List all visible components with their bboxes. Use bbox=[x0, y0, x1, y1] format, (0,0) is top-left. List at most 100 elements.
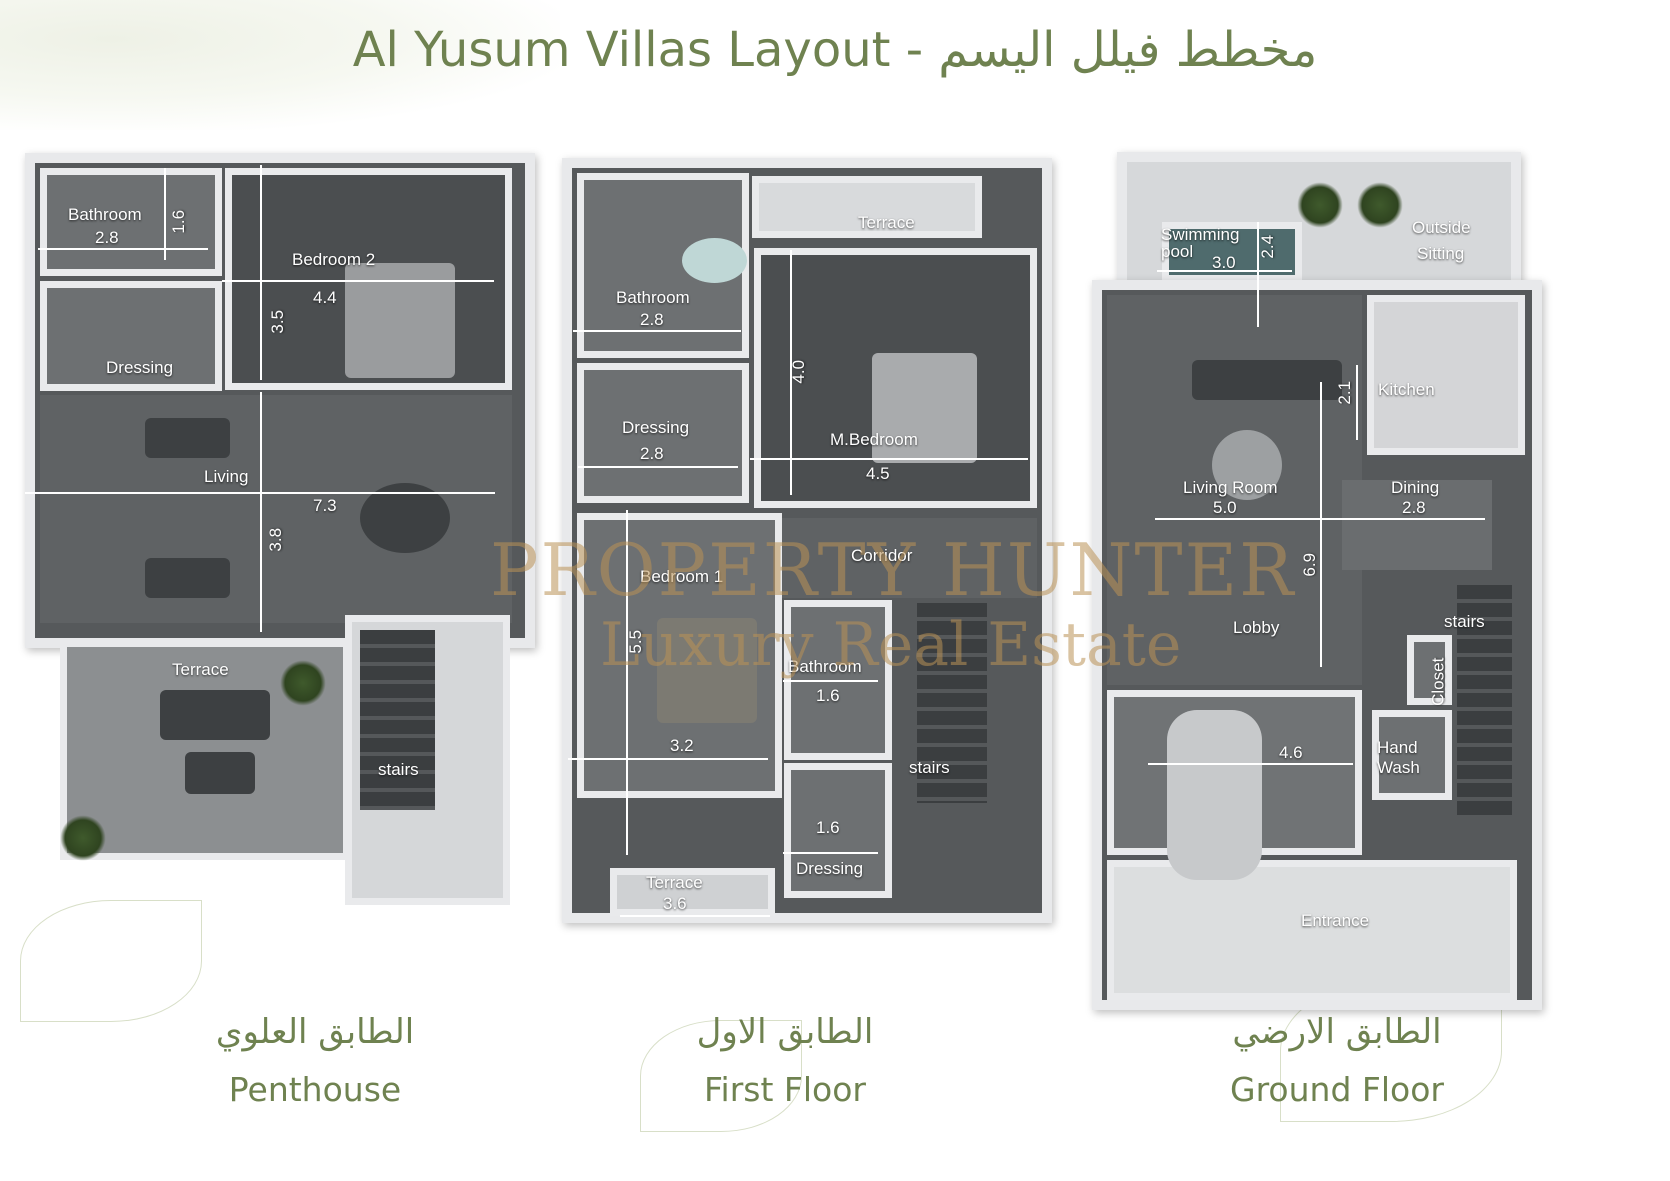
watermark-line1: PROPERTY HUNTER bbox=[490, 528, 1296, 612]
dining-table bbox=[360, 483, 450, 553]
first-floor-caption: First Floor bbox=[703, 1070, 867, 1109]
gf-pool bbox=[1162, 222, 1302, 282]
dimension-line bbox=[260, 392, 262, 632]
room-label: Sitting bbox=[1417, 244, 1465, 263]
background-wash bbox=[0, 0, 560, 130]
room-label: Living Room bbox=[1183, 478, 1278, 497]
dimension-label: 2.1 bbox=[1335, 380, 1355, 405]
dimension-line bbox=[573, 330, 741, 332]
dimension-label: 6.9 bbox=[1300, 552, 1320, 577]
dimension-line bbox=[790, 250, 792, 495]
room-label: Bedroom 2 bbox=[292, 250, 376, 269]
decorative-leaf bbox=[20, 900, 202, 1022]
dimension-line bbox=[38, 248, 208, 250]
dimension-line bbox=[626, 510, 628, 855]
dimension-line bbox=[1148, 763, 1353, 765]
dimension-label: 4.5 bbox=[866, 464, 890, 483]
car bbox=[1167, 710, 1262, 880]
room-label: Bathroom bbox=[616, 288, 690, 307]
dimension-line bbox=[1356, 365, 1358, 440]
page-title: Al Yusum Villas Layout - مخطط فيلل اليسم bbox=[352, 22, 1318, 78]
room-label: Terrace bbox=[646, 873, 703, 892]
dimension-line bbox=[260, 165, 262, 380]
dimension-line bbox=[222, 280, 494, 282]
room-label: Wash bbox=[1377, 758, 1420, 777]
dimension-line bbox=[578, 466, 738, 468]
room-label: stairs bbox=[378, 760, 419, 779]
room-label: Bedroom 1 bbox=[640, 567, 724, 586]
plant-icon bbox=[1357, 182, 1403, 228]
dimension-label: 3.2 bbox=[670, 736, 694, 755]
gf-kitchen bbox=[1367, 295, 1525, 455]
sofa bbox=[145, 558, 230, 598]
dimension-label: 3.8 bbox=[266, 527, 286, 552]
dimension-line bbox=[783, 680, 878, 682]
ground-floor-caption-ar: الطابق الارضي bbox=[1232, 1012, 1442, 1052]
dimension-label: 1.6 bbox=[816, 686, 840, 705]
gf-handwash bbox=[1372, 710, 1452, 800]
dimension-line bbox=[1320, 382, 1322, 667]
decorative-leaf bbox=[640, 1020, 802, 1132]
dimension-line bbox=[568, 758, 768, 760]
room-label: Closet bbox=[1428, 657, 1448, 706]
coffee-table bbox=[1212, 430, 1282, 500]
penthouse-caption: Penthouse bbox=[228, 1070, 402, 1109]
room-label: Bathroom bbox=[68, 205, 142, 224]
penthouse-caption-ar: الطابق العلوي bbox=[215, 1012, 415, 1052]
master-bed bbox=[872, 353, 977, 463]
dimension-line bbox=[620, 915, 770, 917]
gf-entrance bbox=[1107, 860, 1517, 1000]
ff-terrace-top bbox=[752, 176, 982, 238]
dimension-label: 4.6 bbox=[1279, 743, 1303, 762]
room-label: Lobby bbox=[1233, 618, 1280, 637]
room-label: stairs bbox=[909, 758, 950, 777]
dimension-label: 2.8 bbox=[1402, 498, 1426, 517]
gf-dining bbox=[1342, 480, 1492, 570]
room-label: Dining bbox=[1391, 478, 1440, 497]
dimension-label: 4.4 bbox=[313, 288, 337, 307]
dimension-label: 2.8 bbox=[640, 310, 664, 329]
ground-floor-plan bbox=[1092, 280, 1542, 1010]
room-label: Terrace bbox=[858, 213, 915, 232]
dimension-label: 2.8 bbox=[95, 228, 119, 247]
room-label: Kitchen bbox=[1378, 380, 1435, 399]
plant-icon bbox=[280, 660, 326, 706]
room-label: Swimming bbox=[1161, 225, 1240, 244]
gf-stairs bbox=[1457, 585, 1512, 815]
dimension-line bbox=[1257, 222, 1259, 327]
penthouse-stairs bbox=[360, 630, 435, 810]
room-label: pool bbox=[1161, 242, 1194, 261]
ff-corridor bbox=[754, 518, 1037, 598]
bed bbox=[345, 263, 455, 378]
coffee-table bbox=[185, 752, 255, 794]
ff-mbedroom bbox=[754, 248, 1037, 508]
dimension-line bbox=[164, 168, 166, 260]
room-label: Corridor bbox=[851, 546, 913, 565]
dimension-line bbox=[750, 458, 1028, 460]
bedroom1-bed bbox=[657, 618, 757, 723]
ground-floor-caption: Ground Floor bbox=[1230, 1070, 1444, 1109]
dimension-label: 7.3 bbox=[313, 496, 337, 515]
room-label: Living bbox=[204, 467, 249, 486]
dimension-label: 1.6 bbox=[169, 209, 189, 234]
penthouse-dressing bbox=[40, 281, 222, 391]
room-label: Dressing bbox=[622, 418, 690, 437]
room-label: Outside bbox=[1412, 218, 1471, 237]
dimension-line bbox=[783, 852, 878, 854]
ff-dressing bbox=[577, 363, 749, 503]
room-label: Entrance bbox=[1301, 911, 1370, 930]
gf-closet bbox=[1407, 635, 1452, 705]
penthouse-plan bbox=[25, 153, 535, 648]
room-label: Hand bbox=[1377, 738, 1418, 757]
ff-dressing2 bbox=[784, 763, 892, 898]
room-label: M.Bedroom bbox=[830, 430, 918, 449]
dimension-label: 3.0 bbox=[1212, 253, 1236, 272]
room-label: Dressing bbox=[796, 859, 864, 878]
dimension-line bbox=[1157, 270, 1292, 272]
room-label: stairs bbox=[1444, 612, 1485, 631]
sofa bbox=[1192, 360, 1342, 400]
first-floor-caption-ar: الطابق الاول bbox=[696, 1012, 874, 1052]
ff-terrace-bottom bbox=[610, 868, 775, 916]
dimension-label: 2.8 bbox=[640, 444, 664, 463]
watermark-line2: Luxury Real Estate bbox=[600, 610, 1182, 680]
